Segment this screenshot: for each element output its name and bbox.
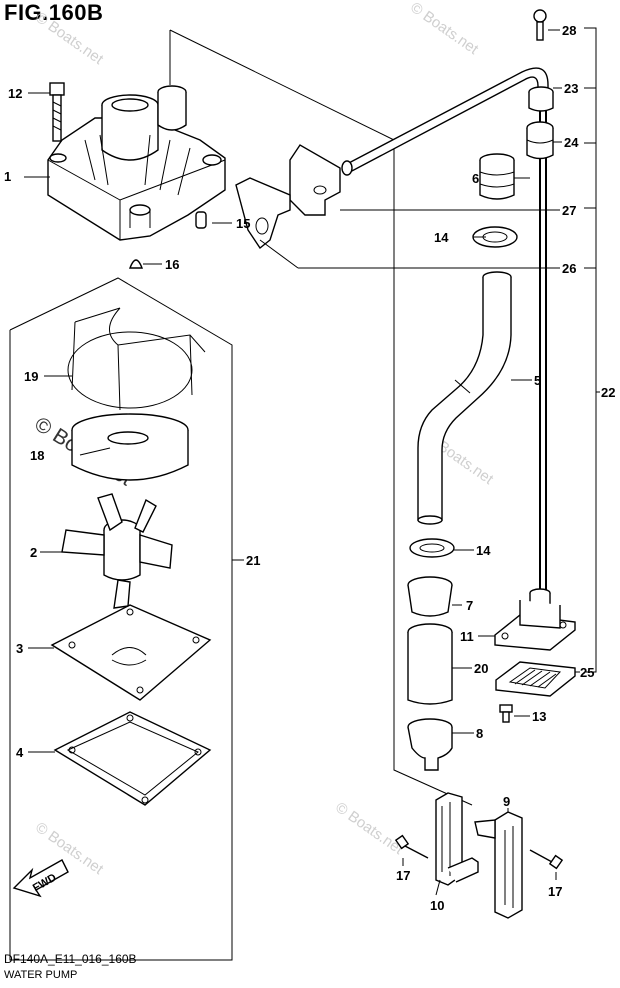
strainer-part-25 xyxy=(495,661,576,697)
callout-10: 10 xyxy=(430,898,444,913)
callout-22: 22 xyxy=(601,385,615,400)
water-tube-part-22 xyxy=(341,67,549,590)
grille-part-9 xyxy=(474,811,523,919)
clamp-part-27 xyxy=(289,144,341,216)
holder-part-11 xyxy=(494,588,576,651)
callout-9: 9 xyxy=(503,794,510,809)
grommet-part-7 xyxy=(407,576,453,617)
grommet-part-6 xyxy=(479,153,515,200)
screw-part-28 xyxy=(533,9,547,41)
figure-title: FIG.160B xyxy=(4,0,104,25)
grommet-part-24 xyxy=(526,121,554,160)
callout-13: 13 xyxy=(532,709,546,724)
washer-part-14-mid xyxy=(409,538,455,558)
callout-6: 6 xyxy=(472,171,479,186)
callout-8: 8 xyxy=(476,726,483,741)
callout-14a: 14 xyxy=(434,230,449,245)
callout-2: 2 xyxy=(30,545,37,560)
grommet-part-8 xyxy=(407,718,453,771)
callout-1: 1 xyxy=(4,169,11,184)
callout-20: 20 xyxy=(474,661,488,676)
callout-5: 5 xyxy=(534,373,541,388)
callout-7: 7 xyxy=(466,598,473,613)
grille-part-10 xyxy=(435,792,479,886)
callout-4: 4 xyxy=(16,745,24,760)
screw-part-17-left xyxy=(394,834,429,859)
callout-21: 21 xyxy=(246,553,260,568)
clamp-part-26 xyxy=(235,177,291,250)
fwd-arrow-icon: FWD xyxy=(12,859,69,898)
gasket-part-4 xyxy=(53,711,212,806)
callout-17a: 17 xyxy=(396,868,410,883)
callout-19: 19 xyxy=(24,369,38,384)
liner-ring-part-19 xyxy=(67,307,206,411)
callout-11: 11 xyxy=(460,629,474,644)
screw-part-13 xyxy=(499,704,513,723)
callout-28: 28 xyxy=(562,23,576,38)
assembly-frame xyxy=(9,27,600,961)
figure-caption: WATER PUMP xyxy=(4,969,78,981)
screw-part-17-right xyxy=(529,849,564,870)
callout-15: 15 xyxy=(236,216,250,231)
callout-12: 12 xyxy=(8,86,22,101)
callout-3: 3 xyxy=(16,641,23,656)
callout-18: 18 xyxy=(30,448,44,463)
callout-labels: 1 2 3 4 5 6 7 8 9 10 11 12 13 14 14 15 1… xyxy=(4,23,615,913)
sleeve-part-20 xyxy=(407,623,453,705)
plate-part-3 xyxy=(50,604,212,701)
callout-17b: 17 xyxy=(548,884,562,899)
grommet-part-23 xyxy=(528,86,554,112)
callout-23: 23 xyxy=(564,81,578,96)
callout-25: 25 xyxy=(580,665,594,680)
key-part-16 xyxy=(128,259,144,269)
callout-27: 27 xyxy=(562,203,576,218)
figure-code: DF140A_E11_016_160B xyxy=(4,952,137,966)
callout-26: 26 xyxy=(562,261,576,276)
washer-part-14-top xyxy=(472,226,518,248)
bolt-part-12 xyxy=(49,82,65,142)
hose-part-5 xyxy=(417,271,512,525)
leader-lines xyxy=(24,29,580,896)
callout-16: 16 xyxy=(165,257,179,272)
impeller-part-2 xyxy=(61,493,173,609)
callout-14b: 14 xyxy=(476,543,491,558)
pump-case-part-1 xyxy=(47,85,226,241)
liner-part-18 xyxy=(71,413,189,481)
callout-24: 24 xyxy=(564,135,579,150)
dowel-part-15 xyxy=(195,211,207,229)
